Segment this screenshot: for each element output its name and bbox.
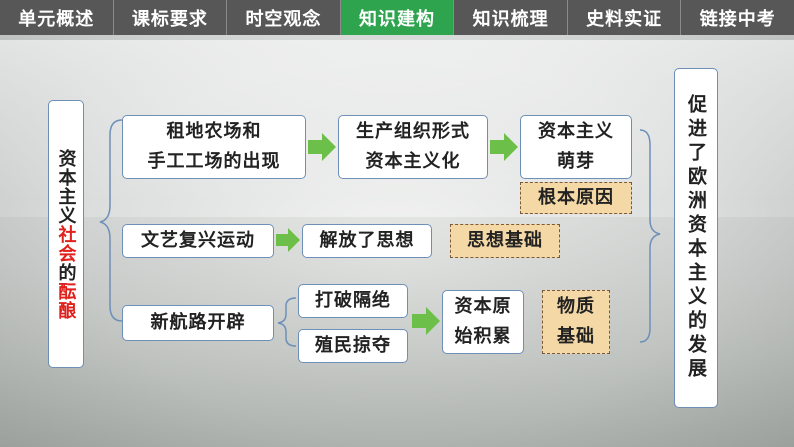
row3-brace bbox=[277, 297, 297, 347]
arrow-row2 bbox=[276, 228, 300, 252]
tab-knowledge-construction[interactable]: 知识建构 bbox=[340, 0, 455, 35]
tab-unit-overview[interactable]: 单元概述 bbox=[0, 0, 114, 35]
right-result-box: 促进了欧洲资本主义的发展 bbox=[674, 68, 718, 408]
tab-knowledge-review[interactable]: 知识梳理 bbox=[454, 0, 568, 35]
tab-curriculum-requirements[interactable]: 课标要求 bbox=[114, 0, 228, 35]
tag-material-line1: 物质 bbox=[557, 296, 595, 317]
left-brace bbox=[99, 119, 123, 322]
arrow-row1-b bbox=[490, 133, 518, 161]
box-farms-workshops-line1: 租地农场和 bbox=[166, 121, 262, 142]
box-accumulation-line1: 资本原 bbox=[454, 296, 512, 317]
box-production-capitalization: 生产组织形式 资本主义化 bbox=[338, 115, 488, 179]
right-brace bbox=[639, 129, 661, 343]
tag-ideological-basis: 思想基础 bbox=[450, 224, 560, 258]
box-sprout-line2: 萌芽 bbox=[557, 151, 595, 172]
right-result-text: 促进了欧洲资本主义的发展 bbox=[685, 94, 707, 382]
box-farms-workshops: 租地农场和 手工工场的出现 bbox=[122, 115, 306, 179]
tab-time-space-concept[interactable]: 时空观念 bbox=[227, 0, 341, 35]
box-break-isolation: 打破隔绝 bbox=[298, 284, 408, 318]
box-primitive-accumulation: 资本原 始积累 bbox=[442, 290, 524, 354]
arrow-row1-a bbox=[308, 133, 336, 161]
left-title-part3: 的 bbox=[55, 262, 77, 282]
tab-historical-evidence[interactable]: 史料实证 bbox=[568, 0, 682, 35]
box-production-line2: 资本主义化 bbox=[365, 151, 461, 172]
box-colonial-plunder: 殖民掠夺 bbox=[298, 329, 408, 363]
left-title-part4: 酝酿 bbox=[55, 281, 77, 320]
left-title-part2: 社会 bbox=[55, 224, 77, 263]
tag-fundamental-cause: 根本原因 bbox=[520, 182, 632, 214]
tag-material-basis: 物质 基础 bbox=[542, 290, 610, 354]
arrow-row3 bbox=[412, 307, 440, 335]
box-new-sea-routes: 新航路开辟 bbox=[122, 305, 274, 341]
left-title-part1: 资本主义 bbox=[55, 148, 77, 225]
box-liberated-thought: 解放了思想 bbox=[302, 224, 432, 258]
box-sprout-line1: 资本主义 bbox=[538, 121, 614, 142]
box-production-line1: 生产组织形式 bbox=[356, 121, 470, 142]
box-accumulation-line2: 始积累 bbox=[454, 326, 512, 347]
tab-bar: 单元概述 课标要求 时空观念 知识建构 知识梳理 史料实证 链接中考 bbox=[0, 0, 794, 35]
box-farms-workshops-line2: 手工工场的出现 bbox=[147, 151, 281, 172]
box-renaissance: 文艺复兴运动 bbox=[122, 224, 274, 258]
tab-exam-link[interactable]: 链接中考 bbox=[699, 8, 776, 30]
tag-material-line2: 基础 bbox=[557, 326, 595, 347]
left-title-box: 资本主义 社会 的 酝酿 bbox=[48, 100, 84, 368]
box-capitalism-sprout: 资本主义 萌芽 bbox=[520, 115, 632, 179]
